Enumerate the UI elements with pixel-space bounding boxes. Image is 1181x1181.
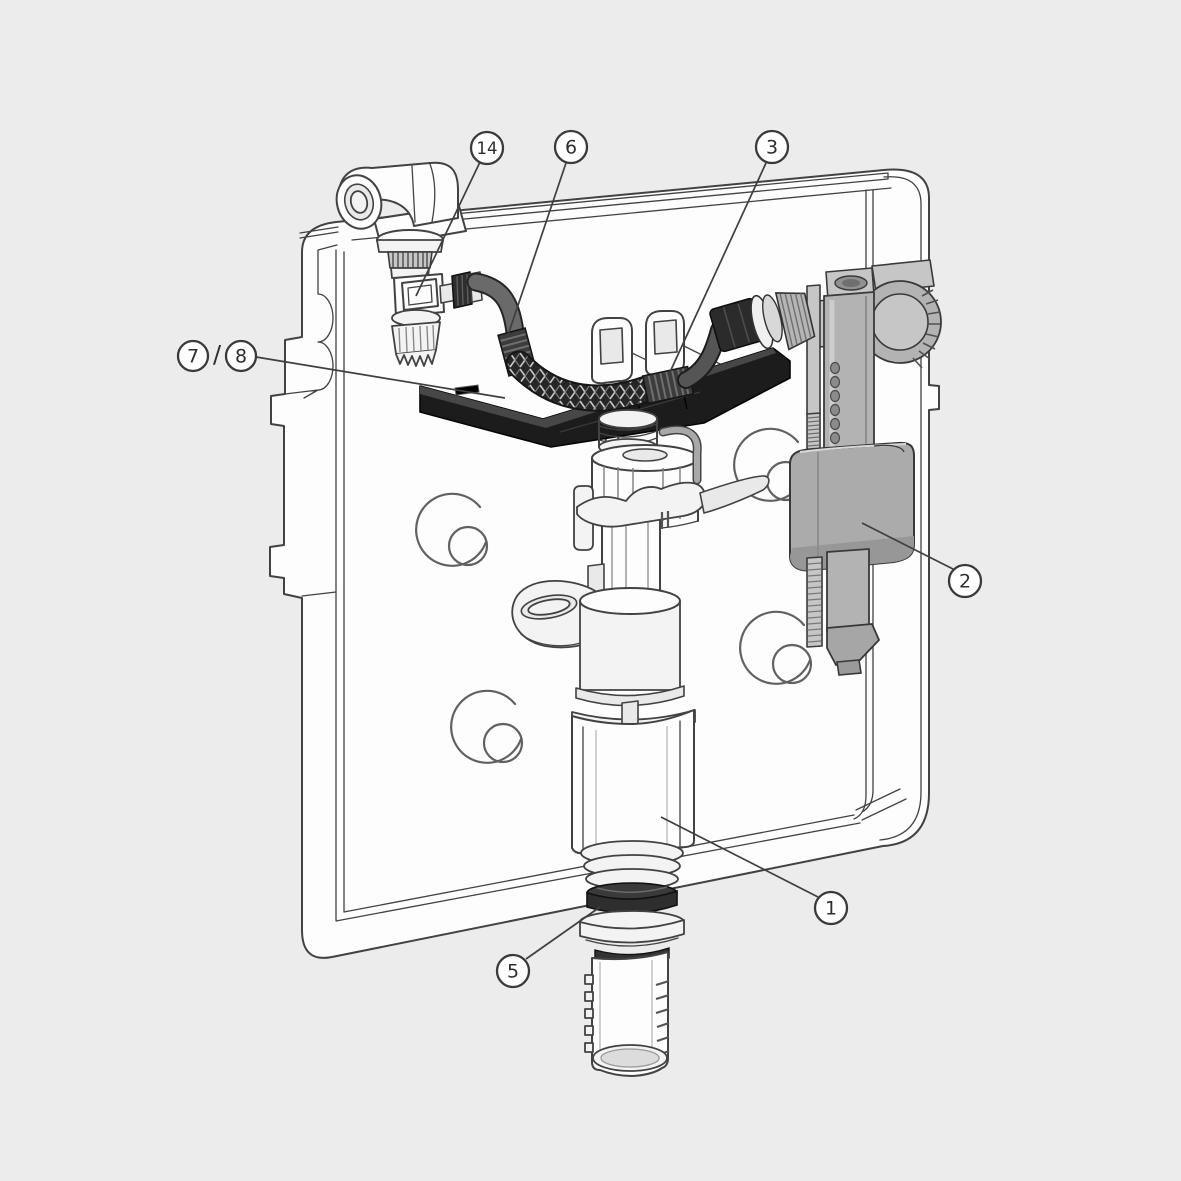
overflow-rod: [660, 427, 701, 483]
callout-2: 2: [947, 563, 983, 599]
column-holes: [829, 361, 841, 445]
leader-1: [660, 816, 819, 898]
callout-2-label: 2: [959, 571, 971, 593]
knurled-ring: [387, 251, 433, 269]
leader-7-8: [255, 356, 506, 399]
leader-3: [669, 162, 767, 373]
callout-5: 5: [495, 953, 531, 989]
callout-6: 6: [553, 129, 589, 165]
float-screw: [806, 556, 823, 648]
spigot-ribs-left: [584, 974, 594, 1053]
leader-6: [507, 162, 567, 336]
callout-6-label: 6: [565, 137, 577, 159]
callout-3-label: 3: [766, 137, 778, 159]
isolation-valve: [376, 229, 483, 367]
boss-ring: [450, 689, 524, 764]
lower-shell: [571, 709, 695, 855]
callout-1-label: 1: [825, 898, 837, 920]
leader-lines: [255, 161, 954, 960]
fill-valve: [789, 259, 942, 676]
spigot-ribs-right: [655, 979, 670, 1057]
inlet-swivel-nut: [774, 292, 816, 351]
boss-ring: [415, 492, 489, 567]
clamp-strap: [576, 481, 707, 528]
callout-14: 14: [469, 130, 505, 166]
callout-5-label: 5: [507, 961, 519, 983]
outlet-seal: [586, 882, 678, 914]
union-washer: [750, 294, 783, 350]
outlet-spigot: [591, 951, 669, 1077]
callout-1: 1: [813, 890, 849, 926]
leader-2: [861, 522, 954, 570]
supply-hose: [466, 272, 816, 412]
tank-left-wall: [284, 244, 345, 921]
leader-14: [415, 161, 481, 297]
callout-3: 3: [754, 129, 790, 165]
callout-14-label: 14: [477, 139, 498, 158]
callout-8: 8: [224, 339, 258, 373]
callout-7: 7: [176, 339, 210, 373]
outlet-pipe: [579, 910, 685, 1077]
callout-8-label: 8: [235, 346, 247, 368]
callouts: 14 6 3 7 / 8 2 1 5: [176, 129, 983, 989]
callout-7-label: 7: [187, 346, 199, 368]
callout-slash: /: [213, 340, 222, 368]
cap-teeth: [395, 349, 437, 367]
elbow-inlet-opening: [335, 174, 383, 230]
tank-right-wall: [853, 176, 922, 841]
hose-braided-section: [507, 352, 664, 410]
flush-valve: [511, 409, 770, 890]
boss-ring: [739, 610, 813, 685]
leader-5: [525, 906, 601, 960]
hose-smooth-left: [468, 274, 523, 340]
outlet-flange: [579, 919, 685, 944]
adjustment-rod: [806, 284, 821, 416]
clamp-arm: [699, 475, 770, 514]
